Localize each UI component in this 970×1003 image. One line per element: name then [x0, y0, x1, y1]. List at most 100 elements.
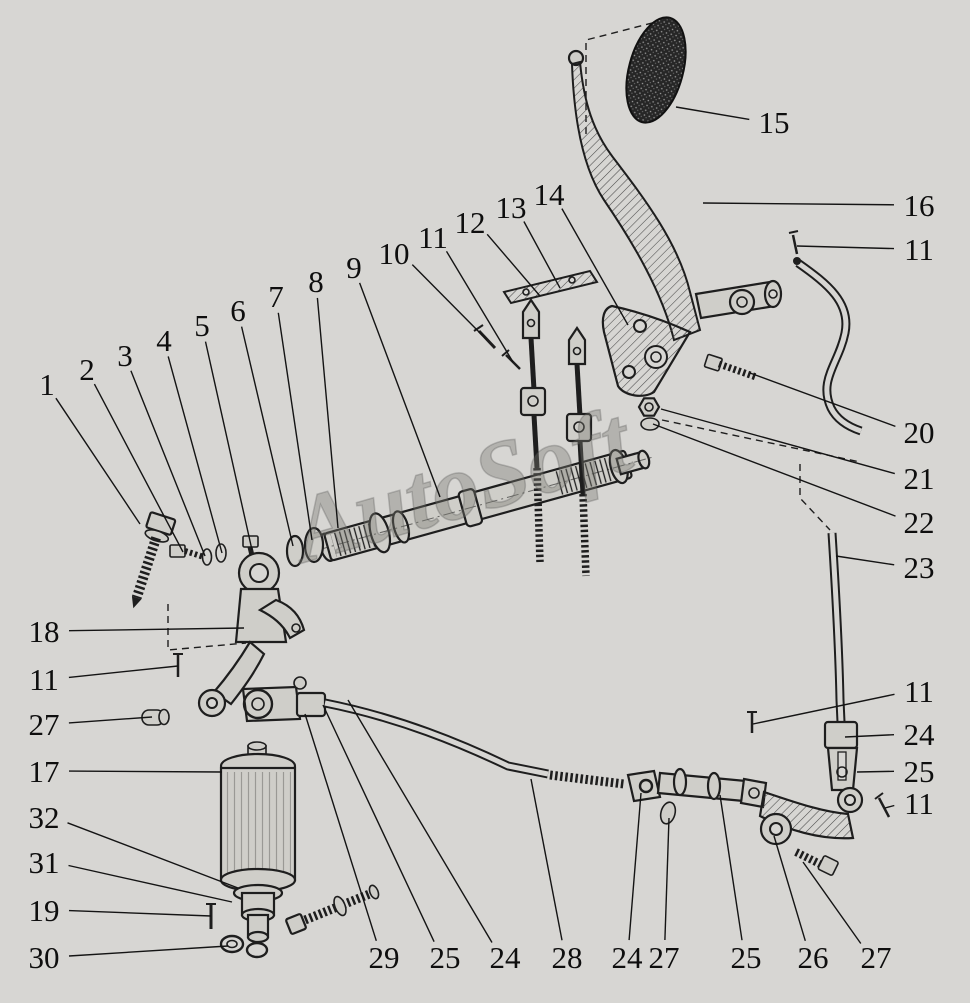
bottom-bolt-29 — [285, 884, 380, 935]
callout-label-22-19: 22 — [904, 505, 935, 540]
vertical-rod-right — [565, 326, 593, 577]
lock-plate-hole-2 — [568, 276, 576, 284]
leader-line-11-38 — [752, 693, 895, 725]
vertical-rod-23 — [823, 532, 864, 814]
leader-line-7-6 — [277, 312, 313, 541]
leader-line-17-24 — [68, 770, 223, 773]
fork-24-b-eye — [638, 778, 654, 794]
rod-fork-hole — [526, 318, 536, 328]
callout-label-2-1: 2 — [79, 352, 95, 387]
callout-label-11-16: 11 — [904, 232, 934, 267]
bolt-1-washer — [144, 529, 170, 543]
leader-line-24-39 — [844, 734, 895, 738]
left-lever — [141, 640, 266, 726]
callout-label-24-33: 24 — [612, 940, 644, 975]
s-shaped-rod — [793, 257, 863, 436]
leader-lines — [55, 106, 896, 957]
washer-4 — [215, 543, 227, 563]
pivot-end-hole — [768, 289, 778, 299]
pin-11-a-head — [501, 349, 510, 357]
callout-label-23-20: 23 — [904, 550, 935, 585]
pin-11-e-head — [874, 792, 884, 800]
lever-arm — [212, 640, 266, 706]
rod-turnbuckle-hole — [573, 421, 585, 433]
leader-line-1-0 — [55, 397, 141, 525]
leader-line-16-15 — [702, 202, 895, 206]
rod-mid — [531, 414, 540, 469]
pivot-boss — [728, 288, 756, 316]
callout-label-3-2: 3 — [117, 338, 133, 373]
shift-lever-assembly — [567, 16, 702, 342]
callout-label-19-27: 19 — [29, 893, 60, 928]
leader-line-14-13 — [561, 208, 629, 326]
construction-lines — [167, 21, 861, 651]
leader-line-28-32 — [530, 778, 563, 941]
lock-plate — [502, 269, 599, 305]
lever-boss-hole — [206, 697, 218, 709]
leader-line-8-7 — [316, 297, 339, 529]
leader-line-11-16 — [796, 245, 895, 250]
leader-line-27-37 — [802, 861, 862, 944]
washer-22 — [640, 417, 660, 431]
callout-label-20-17: 20 — [904, 415, 935, 450]
callout-label-24-31: 24 — [490, 940, 522, 975]
washer-30-a — [219, 934, 245, 954]
link-collar-1 — [672, 767, 688, 797]
bolt-29-collar — [333, 895, 347, 917]
fork-25-b-eye — [748, 787, 760, 799]
washer-3 — [201, 548, 213, 566]
callout-label-1-0: 1 — [39, 367, 55, 402]
callout-label-14-13: 14 — [534, 177, 566, 212]
leader-line-25-35 — [719, 794, 743, 941]
rod-fork-top — [567, 326, 587, 366]
collar-6 — [285, 534, 305, 568]
callout-label-7-6: 7 — [268, 279, 284, 314]
leader-line-6-5 — [240, 326, 294, 547]
leader-line-22-19 — [652, 423, 896, 517]
shaft-clamp-bracket — [234, 526, 325, 644]
clevis-slot — [837, 751, 847, 781]
rod-turnbuckle-hole — [527, 395, 539, 407]
leader-line-11-10 — [445, 250, 514, 363]
callout-label-24-39: 24 — [904, 717, 936, 752]
leader-line-25-40 — [856, 770, 895, 773]
callout-label-30-28: 30 — [29, 940, 60, 975]
rod-mid — [577, 440, 586, 495]
vertical-rod-left — [519, 298, 547, 563]
leader-line-27-23 — [68, 716, 153, 724]
long-link-rod — [324, 698, 625, 789]
bolt-27-c-shaft — [794, 848, 826, 870]
callout-label-27-37: 27 — [861, 940, 892, 975]
leader-line-20-17 — [749, 372, 896, 428]
callout-label-11-22: 11 — [29, 662, 59, 697]
joint-block — [295, 691, 327, 718]
plate-hole-bottom — [622, 365, 636, 379]
callout-label-11-38: 11 — [904, 674, 934, 709]
rod-turnbuckle — [565, 412, 593, 443]
collar-7 — [303, 526, 325, 564]
bolt-29-head — [285, 913, 307, 935]
callout-label-6-5: 6 — [230, 293, 246, 328]
roller-27-b — [659, 801, 677, 825]
ball-joint-fork — [241, 676, 327, 723]
callout-label-15-14: 15 — [759, 105, 790, 140]
rod-threaded-end — [533, 467, 544, 563]
roller-27-a-end — [158, 708, 170, 726]
leader-line-27-34 — [664, 817, 670, 941]
callout-label-28-32: 28 — [552, 940, 583, 975]
plate-hole-center — [644, 345, 668, 369]
callout-label-29-29: 29 — [369, 940, 400, 975]
callout-label-32-25: 32 — [29, 800, 60, 835]
pin-11-b — [791, 234, 799, 255]
bolt-20-shaft — [717, 360, 758, 381]
callout-label-25-35: 25 — [731, 940, 762, 975]
leader-line-11-22 — [68, 665, 179, 679]
callout-label-17-24: 17 — [29, 754, 60, 789]
callout-label-18-21: 18 — [29, 614, 60, 649]
bolt-2-shaft — [184, 548, 205, 560]
leader-line-32-25 — [67, 822, 239, 889]
lever-knob — [625, 16, 687, 124]
bolt-27-c-head — [817, 855, 839, 876]
pin-11-b-head — [788, 230, 799, 234]
